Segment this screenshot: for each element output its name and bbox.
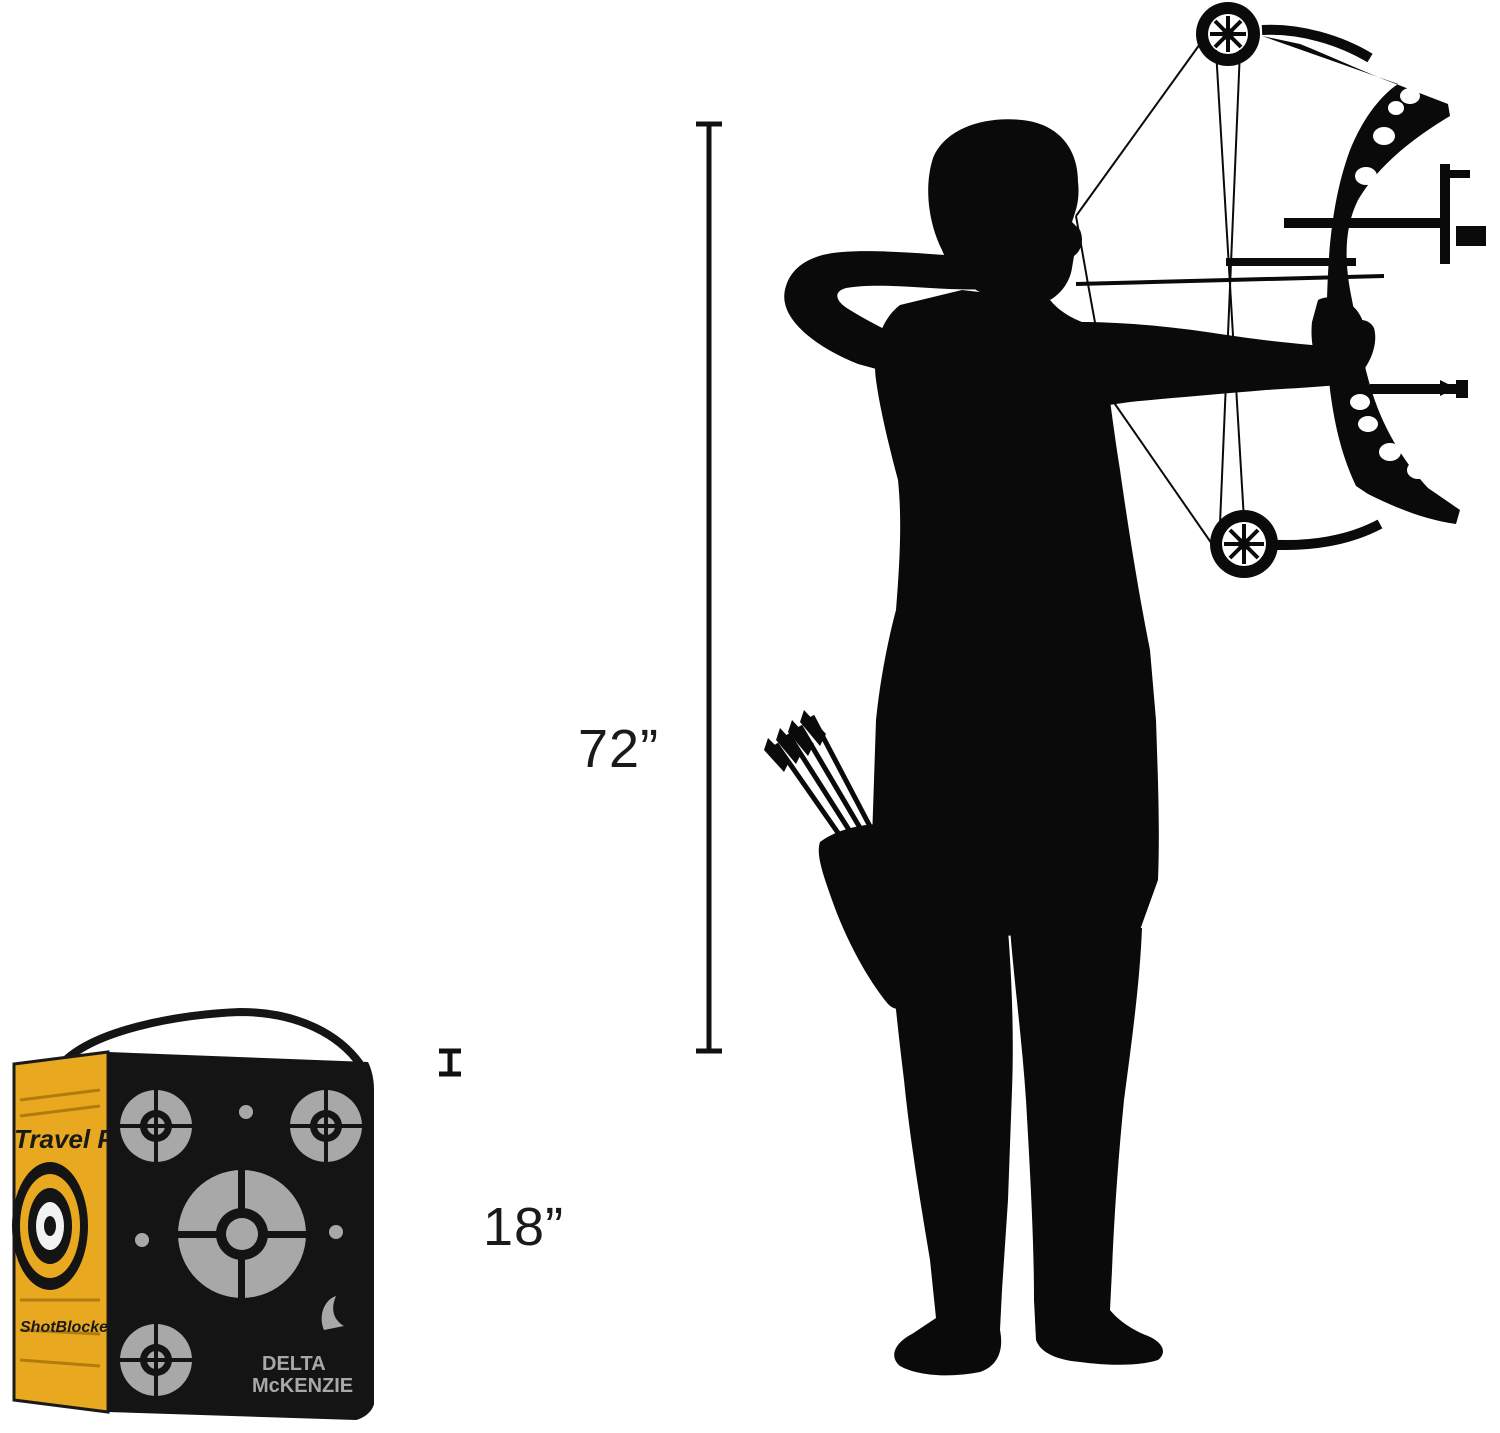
corner-target-top-left — [118, 1088, 194, 1164]
stabilizer — [1370, 380, 1468, 398]
maker-mckenzie: McKENZIE — [252, 1375, 353, 1397]
target-bar-ticks — [439, 1048, 461, 1077]
corner-target-bottom-left — [118, 1322, 194, 1398]
archer-height-label: 72” — [578, 719, 660, 779]
maker-logo: DELTA McKENZIE — [252, 1296, 353, 1397]
top-cam — [1196, 2, 1260, 66]
bow-strings — [1075, 43, 1245, 545]
bottom-cam — [1210, 510, 1278, 578]
compound-bow — [1075, 2, 1486, 578]
riser-cutouts — [1350, 88, 1429, 479]
bow-sight — [1226, 164, 1486, 266]
target-height-label: 18” — [483, 1197, 565, 1257]
center-target — [176, 1168, 308, 1300]
aiming-dots — [135, 1105, 343, 1247]
nocked-arrow — [1075, 274, 1385, 286]
quiver-arrows — [764, 710, 877, 852]
archery-target: Travel Pro ShotBlocker — [12, 1007, 374, 1420]
tread-texture — [19, 1088, 101, 1368]
maker-delta: DELTA — [262, 1353, 326, 1375]
target-handle — [56, 1007, 364, 1069]
side-bullseye — [12, 1162, 88, 1290]
archer-height-bar — [696, 121, 722, 1054]
archer-silhouette — [784, 119, 1376, 1376]
corner-target-top-right — [288, 1088, 364, 1164]
deer-antler-icon — [321, 1296, 344, 1330]
brand-shotblocker: ShotBlocker — [20, 1319, 115, 1336]
